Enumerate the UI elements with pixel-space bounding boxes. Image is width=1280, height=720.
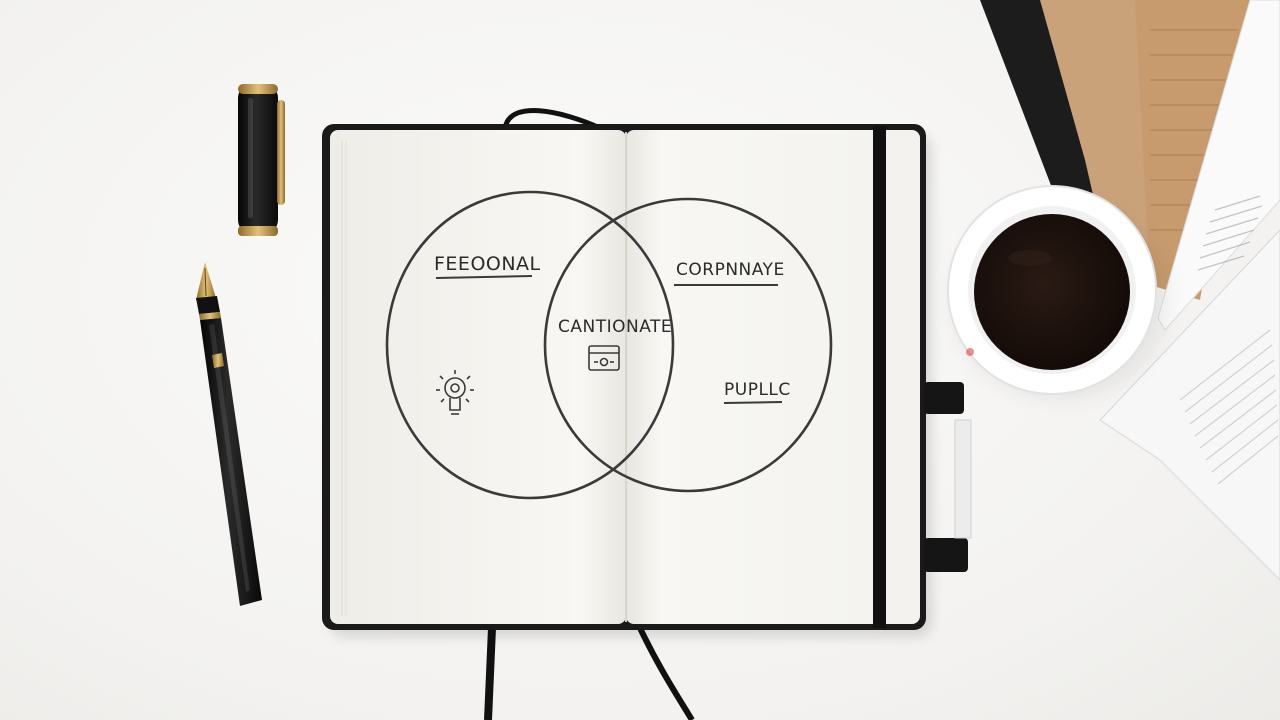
black-folder xyxy=(980,0,1110,235)
venn-right-label: CORPNNAYE xyxy=(676,260,785,280)
pen-nib xyxy=(196,262,216,300)
elastic-band xyxy=(873,126,886,628)
fountain-pen xyxy=(196,262,262,606)
venn-left-circle xyxy=(385,190,675,500)
printed-document-lower xyxy=(1099,229,1280,581)
venn-center-label: CANTIONATE xyxy=(558,317,672,337)
ribbon-bottom-left xyxy=(484,627,496,720)
venn-diagram xyxy=(385,190,833,500)
ribbon-top xyxy=(502,108,602,131)
left-page xyxy=(330,130,626,624)
pen-clip xyxy=(277,100,285,205)
notebook: FEEOONAL CORPNNAYE CANTIONATE PUPLLC xyxy=(322,108,972,720)
browser-sketch-icon xyxy=(588,345,620,371)
venn-bottom-right-label: PUPLLC xyxy=(724,380,791,400)
right-page xyxy=(626,130,920,624)
lightbulb-sketch-icon xyxy=(436,370,474,415)
coffee-cup xyxy=(940,185,1180,410)
coffee xyxy=(974,214,1130,370)
kraft-paper-ruled xyxy=(1135,0,1250,300)
venn-right-circle xyxy=(543,197,833,493)
pen-cap xyxy=(238,84,285,236)
venn-left-label: FEEOONAL xyxy=(434,253,541,275)
ribbon-bottom-right xyxy=(637,626,695,720)
